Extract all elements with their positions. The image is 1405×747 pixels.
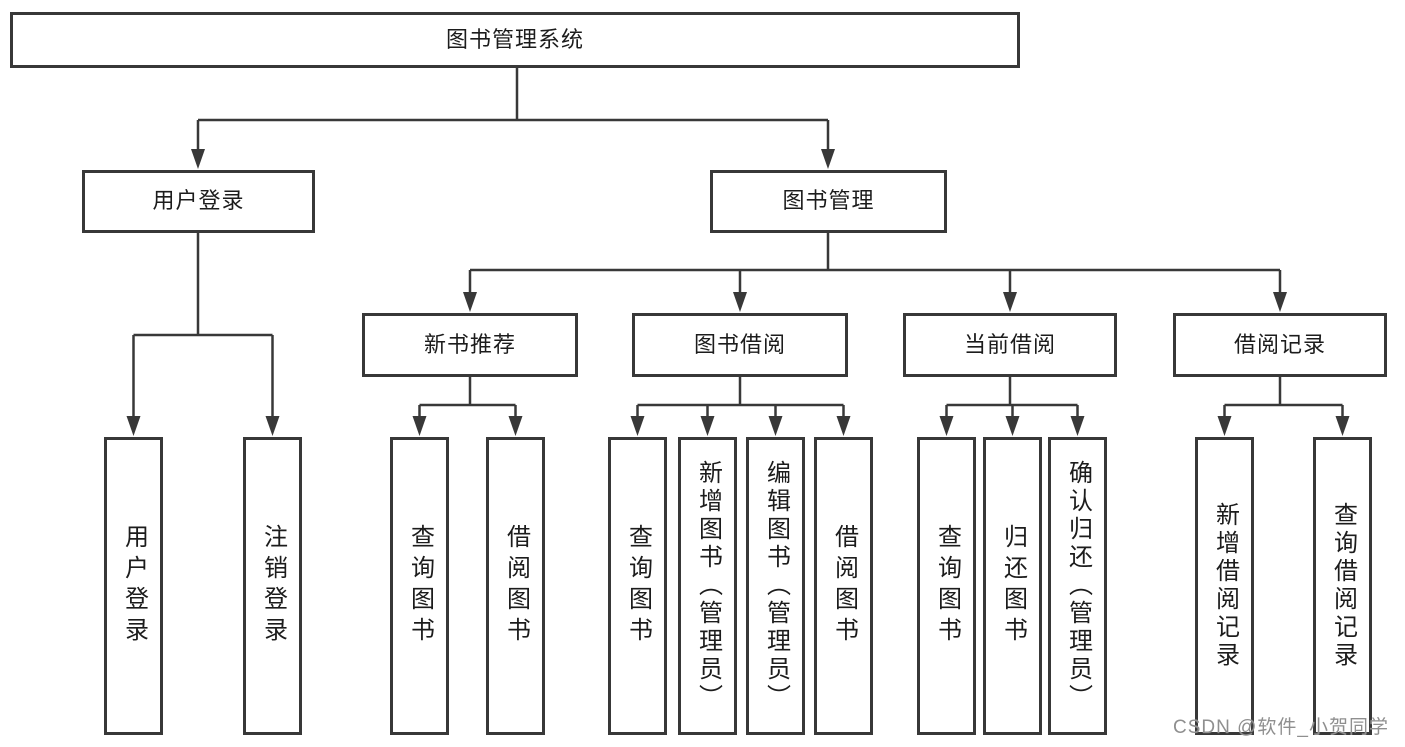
node-new-book-recommend: 新书推荐 [362,313,578,377]
node-user-login: 用户登录 [82,170,315,233]
node-book-borrow: 图书借阅 [632,313,848,377]
connector-currentborrow-to-leaves [945,377,1079,417]
leaf-current-confirm-return-admin: 确认归还（管理员） [1048,437,1107,735]
leaf-borrow-borrow-books: 借阅图书 [814,437,873,735]
connector-root-to-level1 [196,68,830,150]
leaf-newbook-query-books: 查询图书 [390,437,449,735]
node-current-borrow: 当前借阅 [903,313,1117,377]
leaf-borrow-query-books: 查询图书 [608,437,667,735]
leaf-record-query-borrow-record: 查询借阅记录 [1313,437,1372,735]
node-book-management: 图书管理 [710,170,947,233]
leaf-user-login: 用户登录 [104,437,163,735]
connector-borrowrecord-to-leaves [1223,377,1344,417]
csdn-watermark: CSDN @软件_小贺同学 [1173,717,1389,738]
node-root-system: 图书管理系统 [10,12,1020,68]
leaf-borrow-add-books-admin: 新增图书（管理员） [678,437,737,735]
leaf-current-return-books: 归还图书 [983,437,1042,735]
leaf-current-query-books: 查询图书 [917,437,976,735]
leaf-borrow-edit-books-admin: 编辑图书（管理员） [746,437,805,735]
connector-bookmgmt-to-level2 [468,233,1282,293]
node-borrow-record: 借阅记录 [1173,313,1387,377]
connector-newbook-to-leaves [418,377,517,417]
connector-userlogin-to-leaves [132,233,274,417]
leaf-newbook-borrow-books: 借阅图书 [486,437,545,735]
leaf-logout: 注销登录 [243,437,302,735]
leaf-record-add-borrow-record: 新增借阅记录 [1195,437,1254,735]
connector-bookborrow-to-leaves [636,377,845,417]
